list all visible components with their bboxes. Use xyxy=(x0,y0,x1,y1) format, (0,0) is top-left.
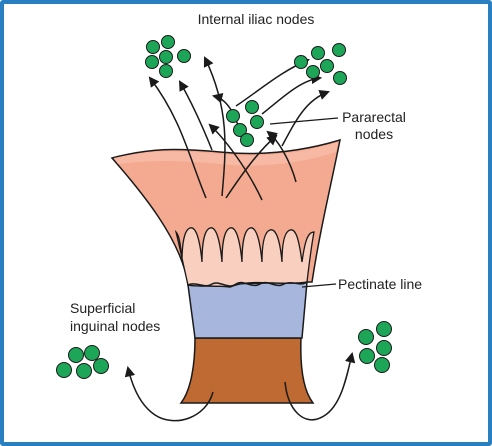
middle-anal-canal xyxy=(187,281,308,339)
lymph-node-cluster-icon xyxy=(358,321,392,373)
drainage-arrow xyxy=(284,351,356,421)
pectinate-line-label: Pectinate line xyxy=(338,276,422,292)
superficial-inguinal-label-line1: Superficial xyxy=(70,300,135,316)
lymph-node-cluster-icon xyxy=(56,345,109,379)
pararectal-label-line1: Pararectal xyxy=(342,109,406,125)
drainage-arrow xyxy=(281,89,330,147)
lymph-node-cluster-icon xyxy=(145,35,191,78)
pectinate-wavy-line xyxy=(187,281,308,287)
drainage-arrow xyxy=(148,76,207,199)
lymph-node-cluster-icon xyxy=(294,43,347,85)
rectum-rim xyxy=(114,142,338,166)
drainage-arrow xyxy=(203,56,226,197)
internal-iliac-label: Internal iliac nodes xyxy=(198,11,315,27)
superficial-inguinal-label-line2: inguinal nodes xyxy=(70,318,160,334)
drainage-arrow xyxy=(208,123,263,201)
drainage-arrow xyxy=(124,365,214,422)
pararectal-label-line2: nodes xyxy=(355,126,393,142)
anal-columns xyxy=(174,227,315,288)
lymph-node-cluster-icon xyxy=(226,100,264,147)
drainage-arrow xyxy=(266,130,297,183)
drainage-arrow xyxy=(178,80,213,151)
drainage-arrow xyxy=(261,73,323,115)
pectinate-leader xyxy=(301,283,337,288)
lower-anal-canal xyxy=(179,337,315,404)
pararectal-leader xyxy=(269,117,339,125)
